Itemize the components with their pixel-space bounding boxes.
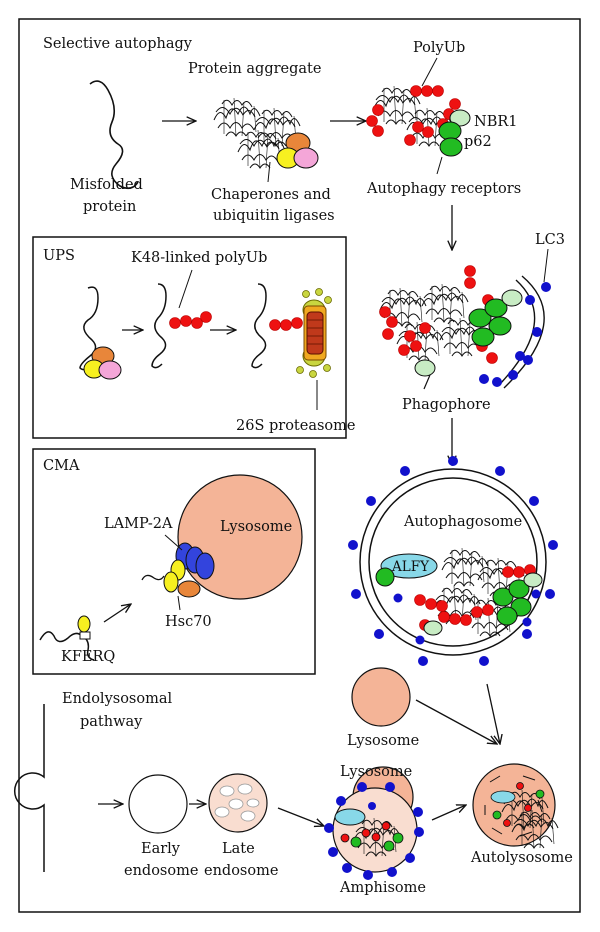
section-title-ups: UPS [43,248,75,264]
autolysosome [472,763,556,847]
protein-aggregate-label: Protein aggregate [188,61,321,77]
outer-frame [18,18,581,913]
lamp2a-complex [163,542,215,598]
polyub-pointer-line [421,57,438,87]
nbr1-receptor [449,109,471,127]
autophagosome-lc3-outer [348,456,558,666]
lc3-pointer-line [543,248,549,283]
amphisome-markers [340,821,404,852]
misfolded-protein-label-2: protein [83,199,136,215]
ups-polyub-chain-2 [269,317,303,331]
late-endosome-label-2: endosome [204,863,278,879]
phagophore-p62 [414,289,523,377]
alfy-p62 [375,567,395,587]
amphisome-alfy [334,808,366,826]
amphisome-lc3 [324,782,424,880]
arrow-kferq-to-lysosome [103,604,131,623]
ups-box [32,236,347,439]
autophagosome-inner-lc3 [393,589,541,645]
misfolded-protein-label-1: Misfolded [70,177,143,193]
k48-polyub-chain [169,311,212,329]
cma-box [32,448,316,675]
p62-label: p62 [464,134,492,150]
nbr1-label: NBR1 [474,114,518,130]
ups-substrate-strand-1 [79,286,99,371]
hsc70-pointer-line [177,595,181,611]
lamp2a-pointer-line [164,534,183,551]
alfy-adaptor [380,553,438,579]
lc3-label: LC3 [535,232,565,248]
amphisome-label: Amphisome [339,880,426,896]
proteasome-26s [296,288,332,378]
p62-receptor-2 [439,137,463,157]
late-endosome-label-1: Late [222,841,255,857]
autolysosome-markers [492,782,545,827]
k48-pointer-line [178,269,193,309]
plasma-membrane-invagination [14,704,45,872]
endolysosomal-label-1: Endolysosomal [62,691,173,707]
autophagosome-label: Autophagosome [403,514,522,530]
autolysosome-label: Autolysosome [470,850,573,866]
kferq-label: KFERQ [61,649,115,665]
phagophore-membrane [499,275,545,389]
cma-lysosome [177,474,303,600]
lysosome-mid-label: Lysosome [347,733,419,749]
receptors-pointer-line [436,156,443,175]
chaperone-pointer-line [267,161,271,183]
kferq-substrate-strand [39,631,95,661]
arrow-late-endosome-to-amphisome [277,807,324,826]
ups-chaperone-complex [83,346,122,380]
autophagy-receptors-label: Autophagy receptors [366,181,521,197]
chaperones-label-2: ubiquitin ligases [213,208,335,224]
chaperone-complex [276,132,319,169]
lysosome-mid [351,667,411,727]
proteasome-label: 26S proteasome [236,418,356,434]
late-endosome-vesicles [214,783,260,822]
phagophore-tail [423,374,431,390]
lamp2a-label: LAMP-2A [104,516,173,532]
autolysosome-membrane-fragments [484,775,543,837]
chaperones-label-1: Chaperones and [211,187,331,203]
arrow-lysosome-to-autolysosome [415,699,497,744]
endolysosomal-label-2: pathway [80,714,143,730]
arrow-autophagosome-to-autolysosome [486,683,500,744]
early-endosome [128,774,188,834]
lysosome-top-label: Lysosome [340,764,412,780]
section-title-cma: CMA [43,458,80,474]
early-endosome-label-2: endosome [124,863,198,879]
phagophore-lc3 [479,282,551,387]
cma-substrate-entering [141,574,165,581]
misfolded-protein-strand [89,80,139,190]
alfy-label: ALFY [391,559,430,575]
polyubiquitin-chains [366,85,461,146]
phagophore-label: Phagophore [402,397,491,413]
p62-receptor-1 [438,121,462,141]
autophagosome-p62 [423,572,543,636]
phagophore-ubiquitin [379,265,498,364]
section-title-selective-autophagy: Selective autophagy [43,36,193,52]
autolysosome-alfy [490,790,516,804]
arrow-amphisome-to-autolysosome [431,805,466,821]
hsc70-label: Hsc70 [165,614,212,630]
kferq-motif [79,631,91,640]
ups-substrate-strand-3 [251,283,267,369]
early-endosome-label-1: Early [141,841,181,857]
kferq-hsc70 [77,615,91,633]
polyub-label: PolyUb [413,40,465,56]
cma-lysosome-label: Lysosome [220,519,292,535]
k48-polyub-label: K48-linked polyUb [131,250,267,266]
ups-substrate-strand-2 [151,283,167,369]
